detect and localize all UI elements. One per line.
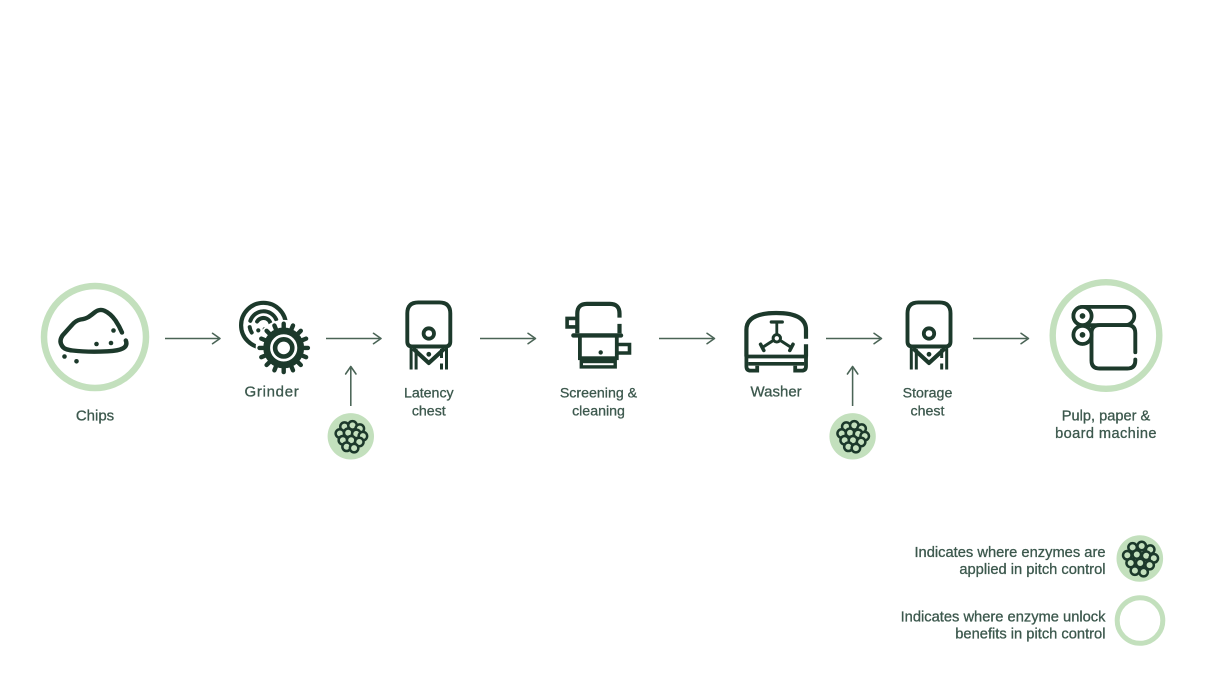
- svg-text:chest: chest: [412, 403, 446, 419]
- svg-text:Indicates where enzymes are: Indicates where enzymes are: [914, 545, 1105, 561]
- svg-text:Grinder: Grinder: [245, 383, 300, 400]
- svg-text:Pulp, paper &: Pulp, paper &: [1062, 409, 1151, 425]
- svg-text:Chips: Chips: [76, 408, 114, 425]
- svg-text:chest: chest: [911, 403, 945, 419]
- svg-text:benefits in pitch control: benefits in pitch control: [955, 627, 1105, 643]
- svg-text:Washer: Washer: [751, 383, 802, 400]
- svg-text:board machine: board machine: [1055, 426, 1157, 442]
- svg-text:Indicates where enzyme unlock: Indicates where enzyme unlock: [901, 610, 1107, 626]
- svg-text:Screening &: Screening &: [560, 386, 638, 402]
- svg-text:applied in pitch control: applied in pitch control: [959, 562, 1105, 578]
- svg-text:cleaning: cleaning: [572, 403, 625, 419]
- svg-text:Storage: Storage: [903, 386, 953, 402]
- svg-text:Latency: Latency: [404, 386, 455, 402]
